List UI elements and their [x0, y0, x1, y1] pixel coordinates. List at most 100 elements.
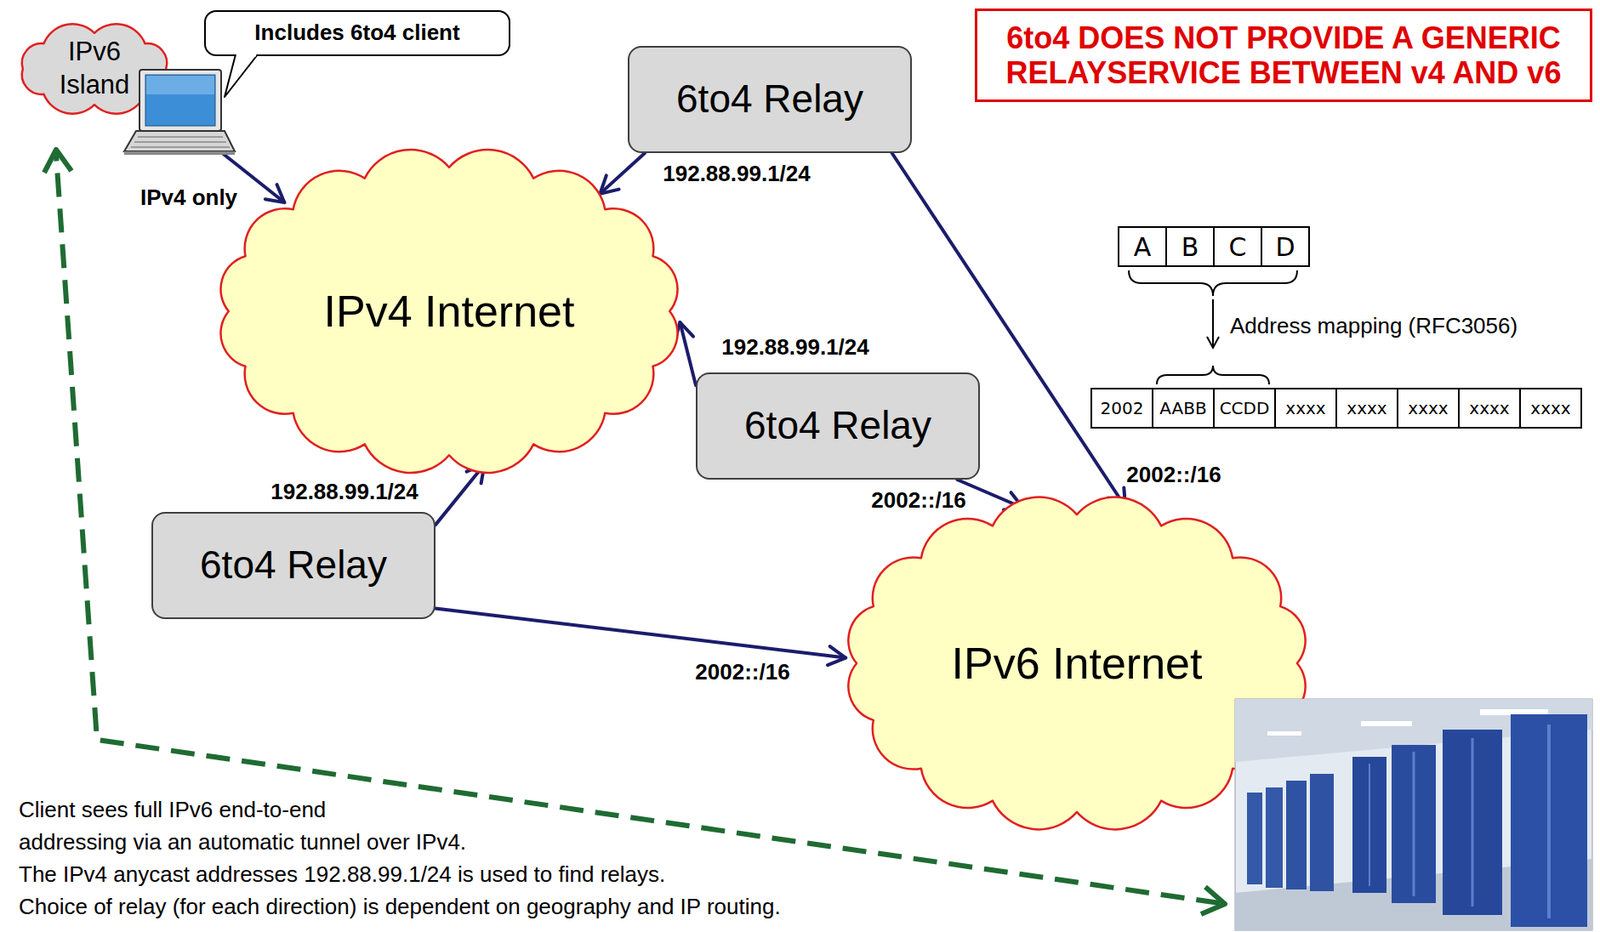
ceiling-light: [1480, 709, 1549, 716]
text-area: 6to4 Relay: [697, 374, 979, 479]
bubble-tail: [224, 54, 258, 97]
connector-arrow: [435, 464, 485, 525]
speech-bubble: Includes 6to4 client: [204, 10, 511, 57]
node-label: 6to4 DOES NOT PROVIDE A GENERIC RELAYSER…: [985, 20, 1582, 92]
island-cloud: IPv6 Island: [5, 15, 184, 123]
server-rack: [1286, 780, 1307, 890]
laptop-lid: [139, 69, 222, 131]
table-cell: C: [1212, 226, 1263, 268]
table-cell: xxxx: [1396, 387, 1460, 429]
table-cell: 2002: [1090, 387, 1154, 429]
server-rack: [1246, 792, 1263, 885]
edge-label: 2002::/16: [1126, 462, 1221, 488]
rack-grille: [1412, 751, 1416, 897]
text-area: 6to4 Relay: [153, 513, 434, 618]
tail-shape: [224, 54, 258, 97]
ceiling-light: [1360, 721, 1413, 727]
server-rack: [1265, 787, 1283, 889]
node-label: IPv4 Internet: [324, 284, 576, 338]
arrow-head: [1207, 336, 1219, 348]
connector-line: [679, 322, 696, 386]
connector-line: [435, 608, 846, 658]
server-rack: [1442, 729, 1503, 916]
rack-grille: [1547, 724, 1551, 919]
cloud-shape: [22, 23, 167, 114]
floor: [1235, 859, 1593, 931]
edge-label: IPv4 only: [140, 185, 238, 211]
table-cell: B: [1165, 226, 1215, 268]
curly-brace: [1128, 270, 1298, 297]
cloud-shape: [848, 497, 1305, 831]
server-rack: [1352, 757, 1387, 894]
arrow-head: [44, 149, 72, 173]
laptop-edge: [124, 151, 235, 155]
connector-arrow: [435, 608, 846, 666]
cloud-outline: [5, 15, 184, 123]
table-cell: xxxx: [1519, 387, 1583, 429]
text-area: IPv6 Island: [5, 15, 184, 123]
connector-line: [435, 464, 485, 525]
tail-join: [237, 54, 257, 57]
note-text: The IPv4 anycast addresses 192.88.99.1/2…: [18, 861, 666, 889]
connector-line: [599, 153, 645, 194]
node-label: IPv6 Internet: [951, 637, 1203, 690]
photo-frame: [1235, 699, 1593, 931]
ceiling-light: [1267, 731, 1302, 736]
server-rack: [1391, 745, 1436, 904]
node-label: 6to4 Relay: [744, 402, 932, 450]
text-area: 6to4 DOES NOT PROVIDE A GENERIC RELAYSER…: [977, 11, 1590, 100]
ceiling: [1235, 699, 1593, 763]
arrow-head: [265, 184, 285, 203]
laptop-base: [124, 130, 235, 152]
arrow-head: [1201, 887, 1225, 915]
note-text: addressing via an automatic tunnel over …: [18, 829, 467, 856]
edge-label: 2002::/16: [694, 660, 790, 685]
node-label: Includes 6to4 client: [254, 19, 460, 46]
table-cell: xxxx: [1274, 387, 1338, 429]
table-cell: xxxx: [1335, 387, 1399, 429]
laptop-icon: [124, 69, 235, 155]
edge-label: 192.88.99.1/24: [721, 335, 870, 360]
table-cell: AABB: [1151, 387, 1215, 429]
screen-glare: [146, 75, 215, 95]
note-text: Client sees full IPv6 end-to-end: [18, 797, 326, 824]
server-rack: [1309, 774, 1334, 892]
connector-arrow: [599, 153, 645, 194]
node-label: 6to4 Relay: [199, 541, 388, 589]
mapping-arrow: [1212, 299, 1214, 348]
text-area: 6to4 Relay: [629, 47, 911, 152]
table-cell: A: [1117, 226, 1168, 268]
text-area: IPv6 Internet: [831, 489, 1322, 838]
arrow-head: [827, 646, 846, 666]
text-area: IPv4 Internet: [204, 142, 695, 480]
table-cell: CCDD: [1212, 387, 1276, 429]
edge-label: 2002::/16: [871, 488, 966, 513]
text-area: Includes 6to4 client: [205, 11, 509, 55]
warning-box: 6to4 DOES NOT PROVIDE A GENERIC RELAYSER…: [974, 8, 1593, 103]
edge-label: 192.88.99.1/24: [270, 479, 419, 505]
relay-box: 6to4 Relay: [695, 372, 980, 480]
keyboard-row: [134, 141, 227, 143]
node-label: 6to4 Relay: [676, 75, 864, 123]
ipv4-cloud: IPv4 Internet: [204, 142, 695, 480]
arrow-head: [599, 175, 619, 194]
relay-box: 6to4 Relay: [627, 45, 912, 154]
cloud-shape: [220, 149, 678, 473]
relay-box: 6to4 Relay: [151, 512, 436, 620]
curly-brace: [1156, 365, 1270, 385]
table-cell: xxxx: [1457, 387, 1521, 429]
keyboard-row: [130, 146, 230, 149]
node-label: IPv6 Island: [43, 35, 146, 103]
ipv6-cloud: IPv6 Internet: [831, 489, 1322, 838]
server-rack: [1510, 714, 1588, 928]
server-room-photo: [1235, 699, 1593, 931]
rack-grille: [1368, 763, 1371, 887]
keyboard-row: [137, 136, 223, 138]
rack-grille: [1471, 738, 1475, 907]
table-cell: D: [1260, 226, 1310, 268]
note-text: Address mapping (RFC3056): [1229, 313, 1518, 340]
laptop-screen: [145, 74, 216, 126]
edge-label: 192.88.99.1/24: [662, 161, 811, 187]
note-text: Choice of relay (for each direction) is …: [18, 893, 781, 921]
